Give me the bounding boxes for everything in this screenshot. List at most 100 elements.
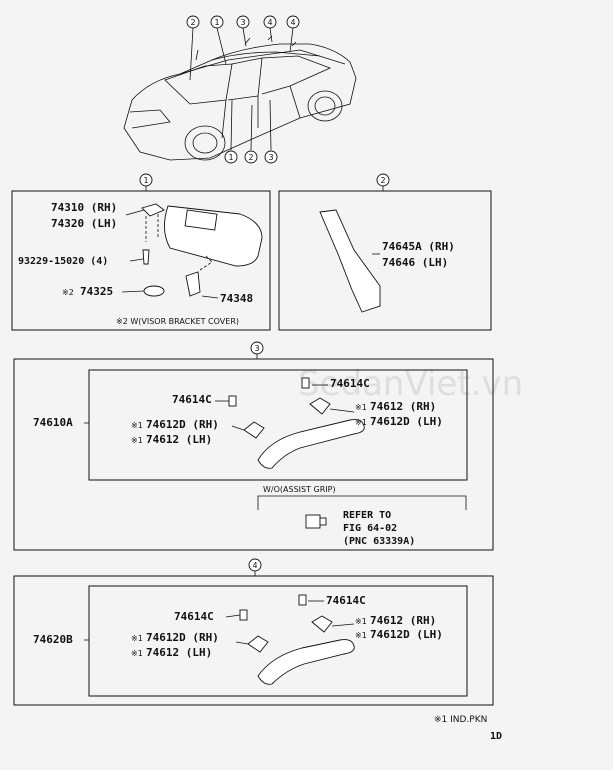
panel-tag: 1 — [143, 176, 148, 185]
page-code: 1D — [490, 731, 502, 742]
wo-assist-grip-note: W/O(ASSIST GRIP) — [263, 485, 336, 494]
callout-bottom-3: 3 — [264, 150, 278, 164]
callout-circle — [236, 15, 250, 29]
part-label-74645A: 74645A (RH) — [382, 240, 455, 253]
panel-tag-circle — [376, 173, 390, 187]
callout-number: 2 — [190, 18, 195, 27]
car-callout-leaders — [189, 27, 294, 151]
panel-frame — [13, 575, 494, 706]
callout-number: 3 — [240, 18, 245, 27]
note-mark: ※1 — [355, 403, 367, 412]
grip-cover-right-part — [311, 615, 333, 633]
refer-line-3: (PNC 63339A) — [343, 536, 415, 547]
part-label-74646: 74646 (LH) — [382, 256, 448, 269]
clip-left-part — [228, 395, 237, 407]
note-mark: ※2 — [62, 288, 74, 297]
callout-circle — [286, 15, 300, 29]
part-label-74325: 74325 — [80, 285, 113, 298]
refer-line-2: FIG 64-02 — [343, 523, 397, 534]
panel-frame — [11, 190, 271, 331]
note-mark: ※1 — [131, 421, 143, 430]
panel-note: ※2 W(VISOR BRACKET COVER) — [116, 317, 239, 326]
part-label-74614C-right: 74614C — [326, 594, 366, 607]
assist-grip-part — [257, 419, 365, 469]
grip-cover-left-part — [247, 635, 269, 653]
panel-tag: 4 — [252, 561, 257, 570]
callout-top-3: 3 — [236, 15, 250, 29]
panel-frame — [13, 358, 494, 551]
panel-tag: 3 — [254, 344, 259, 353]
callout-circle — [224, 150, 238, 164]
callout-circle — [186, 15, 200, 29]
part-label-74612-LH: 74612 (LH) — [146, 433, 212, 446]
part-label-74612-RH: 74612 (RH) — [370, 400, 436, 413]
part-label-74614C-left: 74614C — [174, 610, 214, 623]
car-illustration — [123, 35, 357, 161]
wo-bracket — [257, 495, 467, 510]
visor-mirror-part — [184, 209, 218, 231]
clip-right-part — [301, 377, 310, 389]
bracket-cover-part — [143, 285, 165, 297]
note-mark: ※1 — [131, 436, 143, 445]
part-label-74612D-RH: 74612D (RH) — [146, 418, 219, 431]
note-mark: ※1 — [131, 649, 143, 658]
assy-label-74620B: 74620B — [33, 633, 73, 646]
callout-circle — [263, 15, 277, 29]
panel-tag-circle — [250, 341, 264, 355]
clip-left-part — [239, 609, 248, 621]
panel-frame — [278, 190, 492, 331]
callout-bottom-2: 2 — [244, 150, 258, 164]
panel-tag-circle — [139, 173, 153, 187]
panel-3-assist-grip: 3 74610A 74614C 74614C ※1 74612D (RH) ※1… — [13, 341, 494, 551]
part-label-93229: 93229-15020 (4) — [18, 256, 108, 267]
part-label-74348: 74348 — [220, 292, 253, 305]
callout-number: 1 — [214, 18, 219, 27]
part-label-74612D-RH: 74612D (RH) — [146, 631, 219, 644]
callout-circle — [264, 150, 278, 164]
callout-top-2: 1 — [210, 15, 224, 29]
callout-number: 4 — [290, 18, 295, 27]
callout-number: 1 — [228, 153, 233, 162]
panel-1-sun-visor: 1 74310 (RH) 74320 (LH) 93229-15020 (4) … — [11, 173, 271, 331]
note-mark: ※1 — [355, 617, 367, 626]
part-label-74612D-LH: 74612D (LH) — [370, 628, 443, 641]
visor-bracket-part — [141, 203, 165, 217]
callout-number: 3 — [268, 153, 273, 162]
footnote: ※1 IND.PKN — [434, 715, 487, 725]
refer-line-1: REFER TO — [343, 510, 391, 521]
part-label-74612-LH: 74612 (LH) — [146, 646, 212, 659]
screw-part — [142, 249, 150, 265]
assist-grip-part — [257, 639, 355, 685]
callout-top-1: 2 — [186, 15, 200, 29]
part-label-74612D-LH: 74612D (LH) — [370, 415, 443, 428]
grip-cover-right-part — [309, 397, 331, 415]
note-mark: ※1 — [131, 634, 143, 643]
pillar-garnish-part — [319, 209, 381, 313]
clip-right-part — [298, 594, 307, 606]
callout-number: 2 — [248, 153, 253, 162]
callout-number: 4 — [267, 18, 272, 27]
panel-2-pillar-garnish: 2 74645A (RH) 74646 (LH) — [278, 173, 492, 331]
assy-label-74610A: 74610A — [33, 416, 73, 429]
visor-holder-part — [185, 271, 201, 297]
inner-frame — [88, 585, 468, 697]
part-label-74320: 74320 (LH) — [51, 217, 117, 230]
inner-frame — [88, 369, 468, 481]
panel-tag-circle — [248, 558, 262, 572]
note-mark: ※1 — [355, 631, 367, 640]
panel-4-assist-grip-rear: 4 74620B 74614C 74614C ※1 74612 (RH) ※1 … — [13, 558, 494, 706]
note-mark: ※1 — [355, 418, 367, 427]
callout-top-4: 4 — [263, 15, 277, 29]
callout-bottom-1: 1 — [224, 150, 238, 164]
callout-top-5: 4 — [286, 15, 300, 29]
panel-tag: 2 — [380, 176, 385, 185]
part-label-74614C-right: 74614C — [330, 377, 370, 390]
callout-circle — [210, 15, 224, 29]
watermark: SedanViet.vn — [298, 364, 523, 404]
grip-cover-left-part — [243, 421, 265, 439]
callout-circle — [244, 150, 258, 164]
cap-clip-part — [319, 517, 327, 526]
cap-part — [305, 514, 321, 529]
part-label-74614C-left: 74614C — [172, 393, 212, 406]
